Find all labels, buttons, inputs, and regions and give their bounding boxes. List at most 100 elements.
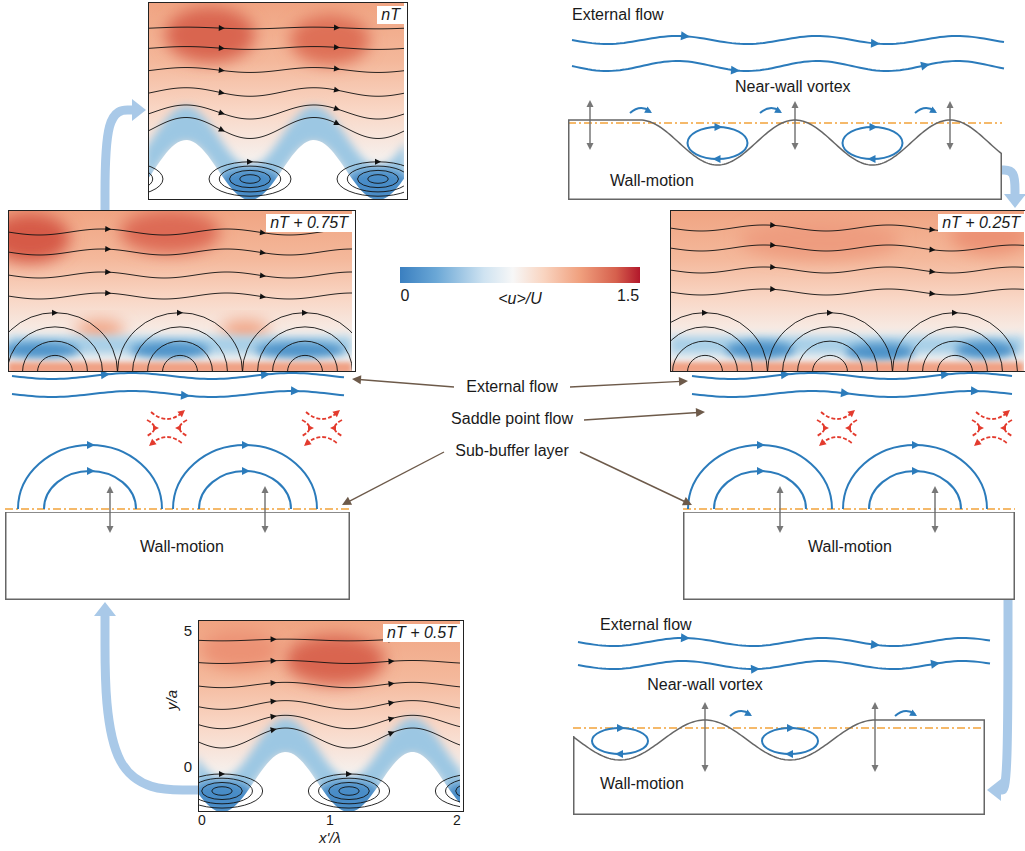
arch-flow <box>199 471 291 509</box>
vortex-streamline <box>219 166 280 192</box>
wall-outline-path <box>573 720 985 814</box>
vortex-streamline <box>319 778 380 804</box>
vortex-label: Near-wall vortex <box>647 676 763 694</box>
arch-flow <box>843 445 987 509</box>
arrowhead <box>333 120 340 125</box>
streamline <box>198 728 460 748</box>
leader-line <box>359 380 454 387</box>
arch-flow <box>18 445 162 509</box>
arrowhead <box>713 155 721 163</box>
arrowhead <box>105 226 111 232</box>
arrowhead <box>770 264 776 270</box>
streamline <box>198 682 460 687</box>
arrowhead <box>929 268 935 274</box>
arch-flow <box>869 471 961 509</box>
saddle-flow <box>821 412 853 419</box>
colorbar-title: <u>/U <box>498 290 542 308</box>
wall-block: Wall-motion <box>5 512 350 600</box>
arrowhead <box>978 425 984 431</box>
arrowhead <box>219 45 225 51</box>
wall-outline <box>5 512 350 600</box>
vortex-streamline <box>456 782 460 799</box>
arrowhead <box>260 293 266 299</box>
arch-streamline <box>670 327 753 372</box>
streamline <box>198 701 460 710</box>
saddle-flow <box>306 437 338 444</box>
arrowhead <box>247 159 253 165</box>
arrowhead <box>751 665 760 674</box>
streamline <box>148 118 404 139</box>
arrowhead <box>731 66 740 75</box>
arrowhead <box>342 497 352 505</box>
arrowhead <box>744 710 752 716</box>
arrowhead <box>291 386 300 395</box>
contour-plot <box>670 210 1024 372</box>
arrowhead <box>932 486 939 493</box>
arrowhead <box>770 286 776 292</box>
wall-outline <box>683 512 1015 600</box>
vortex-streamline <box>202 782 243 799</box>
leader-line <box>584 412 698 420</box>
arrowhead <box>909 710 917 716</box>
arrowhead <box>929 290 935 296</box>
arrowhead <box>260 249 266 255</box>
flow-line <box>578 638 990 646</box>
arrowhead <box>388 700 394 706</box>
arrowhead <box>841 388 850 397</box>
arrowhead <box>827 310 833 316</box>
flow-line <box>692 391 1012 397</box>
vortex-streamline <box>358 170 399 187</box>
arch-flow <box>173 445 317 509</box>
arrowhead <box>819 439 827 446</box>
wall-block: Wall-motion <box>568 115 1002 200</box>
vortex-streamline <box>446 778 460 804</box>
arrowhead <box>242 467 250 475</box>
wall-label: Wall-motion <box>808 538 892 556</box>
arrowhead <box>270 727 276 733</box>
arch-streamline <box>8 327 103 372</box>
arch-streamline <box>243 313 353 372</box>
arrowhead <box>929 226 935 232</box>
mean-wall-line <box>683 508 1015 510</box>
contour-plot <box>198 620 460 812</box>
arrowhead <box>334 25 340 31</box>
time-label: nT <box>377 6 404 24</box>
wall-motion-arrow <box>704 708 706 766</box>
saddle-flow <box>976 437 1008 444</box>
arrowhead <box>153 425 159 431</box>
streamline <box>148 68 404 73</box>
vortex-loop <box>688 127 748 159</box>
arch-streamline <box>768 313 893 372</box>
cycle-arrow <box>105 616 198 790</box>
colorbar-tick: 0 <box>401 287 410 305</box>
arrowhead <box>262 486 269 493</box>
arrowhead <box>777 526 784 533</box>
arrowhead <box>974 439 982 446</box>
mean-wall-line <box>5 508 350 510</box>
arrowhead <box>304 439 312 446</box>
arrowhead <box>785 750 793 758</box>
axis-tick: 2 <box>453 813 461 828</box>
wall-motion-arrow <box>949 107 951 144</box>
arrowhead <box>218 67 224 73</box>
arrowhead <box>929 246 935 252</box>
arrowhead <box>107 526 114 533</box>
arrowhead <box>679 377 688 386</box>
streamline <box>148 88 404 97</box>
high-velocity-patch <box>8 213 70 263</box>
arrowhead <box>792 101 799 108</box>
arrowhead <box>388 716 395 722</box>
time-label: nT + 0.25T <box>938 214 1024 232</box>
arrowhead <box>920 62 930 71</box>
arrowhead <box>262 526 269 533</box>
arrowhead <box>352 375 361 384</box>
saddle-flow <box>821 437 853 444</box>
arch-streamline <box>798 341 863 372</box>
flow-line <box>578 661 990 669</box>
vortex-streamline <box>337 162 404 196</box>
wavy-wall <box>148 140 404 200</box>
arrowhead <box>952 310 958 316</box>
arch-streamline <box>38 355 73 372</box>
flow-line <box>692 373 1012 379</box>
arch-streamline <box>923 341 988 372</box>
